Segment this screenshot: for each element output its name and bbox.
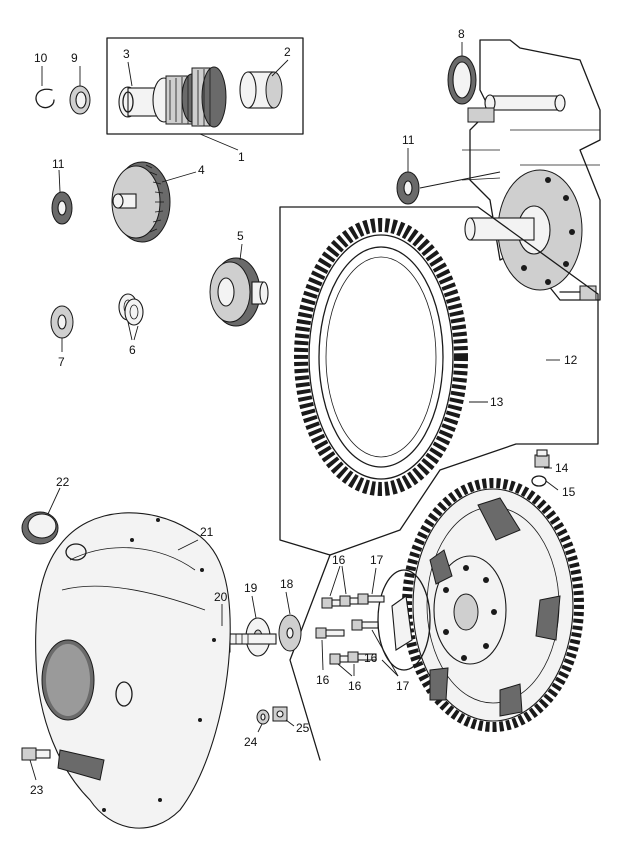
circlip (35, 88, 55, 109)
callout-22: 22 (56, 475, 70, 489)
callout-2: 2 (284, 45, 291, 59)
callout-13: 13 (490, 395, 504, 409)
bolt-23 (21, 747, 51, 761)
flywheel-housing (35, 512, 231, 829)
washer-18 (278, 614, 302, 652)
callout-11-left: 11 (52, 157, 65, 171)
washer-24 (256, 709, 270, 725)
callout-1: 1 (238, 150, 245, 164)
callout-25: 25 (296, 721, 310, 735)
callout-17-bottom: 17 (396, 679, 410, 693)
plug (534, 449, 550, 468)
callout-4: 4 (198, 163, 205, 177)
callout-12: 12 (564, 353, 578, 367)
callout-16-left: 16 (316, 673, 330, 687)
callout-9: 9 (71, 51, 78, 65)
idler-gear (111, 161, 171, 243)
oil-seal (447, 55, 477, 105)
locking-plates (377, 569, 431, 671)
flywheel (402, 478, 584, 732)
nut-25 (272, 706, 288, 722)
assembly-1-frame (106, 37, 304, 135)
callout-14: 14 (555, 461, 569, 475)
callout-23: 23 (30, 783, 44, 797)
starter-ring-gear (294, 218, 468, 496)
bush (239, 71, 283, 109)
callout-16-mid: 16 (364, 651, 378, 665)
plug-washer (531, 475, 547, 487)
callout-16-top: 16 (332, 553, 346, 567)
callout-24: 24 (244, 735, 258, 749)
callout-17-top: 17 (370, 553, 384, 567)
callout-16-bottom: 16 (348, 679, 362, 693)
primary-gear-shaft (118, 66, 227, 128)
engine-crankshaft-end (461, 39, 601, 301)
shims (118, 293, 144, 326)
callout-3: 3 (123, 47, 130, 61)
flywheel-bolts (315, 593, 385, 665)
washer-7 (50, 305, 74, 339)
callout-7: 7 (58, 355, 65, 369)
callout-11-right: 11 (402, 133, 415, 147)
callout-20: 20 (214, 590, 228, 604)
callout-18: 18 (280, 577, 294, 591)
thrust-washer-right (396, 171, 420, 205)
callout-8: 8 (458, 27, 465, 41)
thrust-washer (69, 85, 91, 115)
callout-15: 15 (562, 485, 576, 499)
callout-5: 5 (237, 229, 244, 243)
callout-19: 19 (244, 581, 258, 595)
callout-10: 10 (34, 51, 48, 65)
housing-plug (21, 511, 59, 545)
assembly-12-outline (279, 206, 599, 556)
thrust-washer-left (51, 191, 73, 225)
callout-21: 21 (200, 525, 214, 539)
pinion-gear (209, 257, 269, 327)
callout-6: 6 (129, 343, 136, 357)
